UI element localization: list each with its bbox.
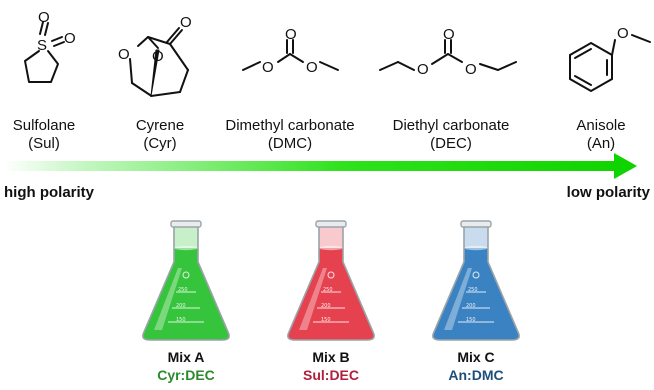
- flask-lip: [460, 220, 492, 228]
- volume-mark-label: 150: [466, 317, 476, 323]
- flask-lip: [170, 220, 202, 228]
- mix-b-title: Mix B: [312, 349, 349, 365]
- solvent-abbr-dec: (DEC): [430, 135, 472, 152]
- flask-liquid: [287, 248, 375, 340]
- diethyl-carbonate-structure: O O O: [379, 26, 517, 78]
- solvent-name-dmc: Dimethyl carbonate: [225, 117, 354, 134]
- mix-c-title: Mix C: [457, 349, 494, 365]
- mix-b-solvents: Sul:DEC: [303, 367, 359, 383]
- flask-liquid: [432, 248, 520, 340]
- volume-mark-label: 250: [323, 287, 333, 293]
- solvent-abbr-sulfolane: (Sul): [28, 135, 60, 152]
- flask-outline: [287, 225, 375, 341]
- flask-lip: [315, 220, 347, 228]
- glass-highlight: [444, 268, 472, 330]
- oxygen-atom: O: [180, 14, 192, 31]
- solvent-abbr-dmc: (DMC): [268, 135, 312, 152]
- oxygen-atom: O: [64, 30, 76, 47]
- flask-outline: [142, 225, 230, 341]
- volume-mark-label: 150: [176, 317, 186, 323]
- polarity-arrow: [4, 153, 637, 179]
- solvent-labels: Sulfolane (Sul) Cyrene (Cyr) Dimethyl ca…: [13, 117, 626, 152]
- oxygen-atom: O: [306, 59, 318, 76]
- oxygen-atom: O: [38, 9, 50, 26]
- solvent-abbr-anisole: (An): [587, 135, 615, 152]
- anisole-structure: O: [569, 25, 651, 93]
- volume-mark-label: 200: [176, 303, 186, 309]
- flask-outline: [432, 225, 520, 341]
- sulfolane-structure: S O O: [24, 9, 76, 83]
- volume-mark-label: 150: [321, 317, 331, 323]
- solvent-name-anisole: Anisole: [576, 117, 625, 134]
- volume-mark-label: 250: [468, 287, 478, 293]
- flask-logo-icon: [327, 271, 335, 279]
- mix-a-title: Mix A: [168, 349, 205, 365]
- glass-highlight: [154, 268, 182, 330]
- low-polarity-label: low polarity: [567, 184, 651, 201]
- oxygen-atom: O: [465, 61, 477, 78]
- mix-c-solvents: An:DMC: [448, 367, 503, 383]
- polarity-arrow-shaft: [4, 161, 618, 171]
- mix-a-solvents: Cyr:DEC: [157, 367, 215, 383]
- glass-highlight: [299, 268, 327, 330]
- oxygen-atom: O: [417, 61, 429, 78]
- flask-liquid: [142, 248, 230, 340]
- oxygen-atom: O: [443, 26, 455, 43]
- solvent-name-sulfolane: Sulfolane: [13, 117, 76, 134]
- oxygen-atom: O: [152, 48, 164, 65]
- volume-mark-label: 200: [466, 303, 476, 309]
- liquid-surface: [464, 245, 488, 251]
- liquid-surface: [174, 245, 198, 251]
- solvent-name-cyrene: Cyrene: [136, 117, 184, 134]
- polarity-arrow-head: [614, 153, 637, 179]
- oxygen-atom: O: [285, 26, 297, 43]
- oxygen-atom: O: [617, 25, 629, 42]
- dimethyl-carbonate-structure: O O O: [242, 26, 339, 76]
- solvent-abbr-cyrene: (Cyr): [143, 135, 176, 152]
- solvent-name-dec: Diethyl carbonate: [393, 117, 510, 134]
- volume-mark-label: 200: [321, 303, 331, 309]
- liquid-surface: [319, 245, 343, 251]
- oxygen-atom: O: [262, 59, 274, 76]
- flask-logo-icon: [472, 271, 480, 279]
- flask-logo-icon: [182, 271, 190, 279]
- oxygen-atom: O: [118, 46, 130, 63]
- volume-mark-label: 250: [178, 287, 188, 293]
- cyrene-structure: O O O: [118, 14, 192, 97]
- sulfur-atom: S: [37, 37, 47, 54]
- high-polarity-label: high polarity: [4, 184, 95, 201]
